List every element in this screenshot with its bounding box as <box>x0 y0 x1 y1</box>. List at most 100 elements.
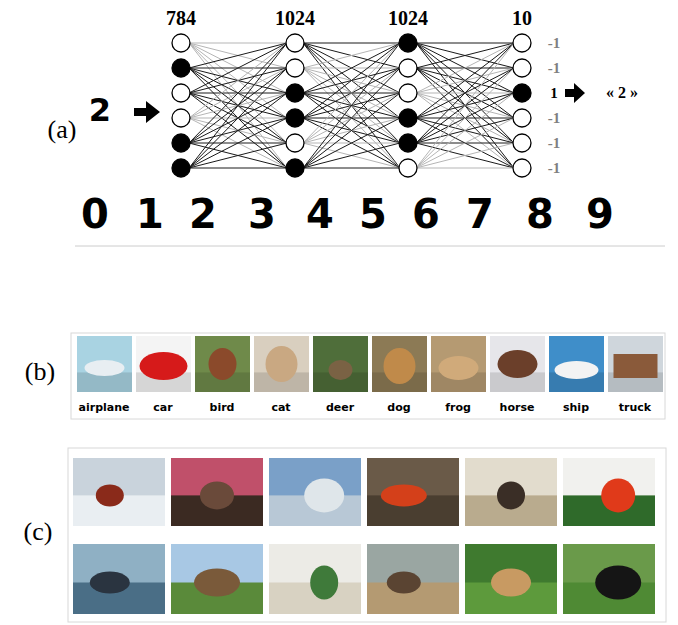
weight-line <box>416 118 514 168</box>
weight-line <box>303 168 400 169</box>
photo-subject <box>497 481 525 509</box>
thumbnail <box>254 336 309 392</box>
photo <box>465 544 557 614</box>
neuron <box>513 84 531 102</box>
weight-line <box>416 43 514 143</box>
weight-line <box>303 93 400 168</box>
photo-subject <box>491 569 531 597</box>
weight-line <box>416 43 514 168</box>
weight-line <box>416 143 514 168</box>
photo-subject <box>304 478 344 512</box>
photo <box>563 544 655 614</box>
neuron <box>286 134 304 152</box>
thumbnail <box>136 336 191 392</box>
neuron <box>286 159 304 177</box>
weight-line <box>189 43 287 168</box>
thumbnail <box>195 336 250 392</box>
neuron <box>172 59 190 77</box>
weight-line <box>303 143 400 168</box>
neuron <box>513 59 531 77</box>
weight-line <box>189 143 287 168</box>
weight-line <box>416 43 514 93</box>
thumbnail-object <box>614 354 658 378</box>
neuron <box>172 159 190 177</box>
flow-arrow <box>134 101 160 123</box>
thumbnail <box>77 336 132 392</box>
panel-rule <box>75 246 665 247</box>
thumbnail-object <box>209 348 237 380</box>
network-weights <box>189 43 514 168</box>
neuron <box>399 59 417 77</box>
weight-line <box>416 93 514 168</box>
weight-line <box>303 118 400 168</box>
photo-subject <box>96 484 124 506</box>
neuron <box>399 84 417 102</box>
photo-sky <box>171 458 263 526</box>
weight-line <box>303 43 400 143</box>
photo-sky <box>73 458 165 526</box>
thumbnail-ground <box>254 336 309 392</box>
photo-subject <box>200 481 234 509</box>
weight-line <box>303 43 400 143</box>
weight-line <box>303 43 400 93</box>
weight-line <box>189 43 287 143</box>
sample-digit: 6 <box>412 194 440 234</box>
thumbnail-object <box>329 360 353 380</box>
cifar-images <box>77 336 663 392</box>
neuron <box>399 34 417 52</box>
weight-line <box>303 43 400 168</box>
thumbnail-object <box>498 350 538 378</box>
weight-line <box>189 168 287 169</box>
weight-line <box>303 143 400 168</box>
thumbnail-ground <box>490 336 545 392</box>
sample-digit: 3 <box>248 194 276 234</box>
panel-label: (c) <box>24 519 53 545</box>
weight-line <box>189 68 287 168</box>
weight-line <box>416 168 514 169</box>
sample-digit: 1 <box>136 194 164 234</box>
photo-subject <box>310 566 338 600</box>
neuron <box>513 134 531 152</box>
sample-digit: 0 <box>81 194 109 234</box>
photo-subject <box>601 478 635 512</box>
weight-line <box>416 43 514 143</box>
photo <box>269 544 361 614</box>
thumbnail <box>431 336 486 392</box>
weight-line <box>416 43 514 118</box>
photo-subject <box>381 484 427 506</box>
photo <box>73 544 165 614</box>
photo-sky <box>563 458 655 526</box>
panel-label: (b) <box>25 359 55 385</box>
panel-frame <box>71 333 665 419</box>
photo-sky <box>367 458 459 526</box>
photo <box>171 458 263 526</box>
sample-digit: 2 <box>189 194 217 234</box>
weight-line <box>303 43 400 168</box>
weight-line <box>303 43 400 68</box>
class-name: dog <box>387 402 410 413</box>
weight-line <box>189 43 287 44</box>
neuron <box>286 34 304 52</box>
neuron <box>399 159 417 177</box>
layer-size: 1024 <box>388 8 428 28</box>
neuron <box>399 134 417 152</box>
thumbnail-ground <box>136 336 191 392</box>
thumbnail-object <box>85 360 125 376</box>
layer-size: 10 <box>512 8 532 28</box>
neuron <box>286 84 304 102</box>
weight-line <box>189 118 287 168</box>
photo-sky <box>465 458 557 526</box>
class-name: ship <box>563 402 589 413</box>
weight-line <box>189 143 287 168</box>
photo <box>269 458 361 526</box>
weight-line <box>416 43 514 93</box>
weight-line <box>416 43 514 168</box>
output-value: -1 <box>548 161 561 176</box>
thumbnail-ground <box>431 336 486 392</box>
photo <box>465 458 557 526</box>
neuron <box>172 109 190 127</box>
thumbnail-object <box>266 346 298 382</box>
thumbnail-ground <box>313 336 368 392</box>
layer-size: 1024 <box>275 8 315 28</box>
